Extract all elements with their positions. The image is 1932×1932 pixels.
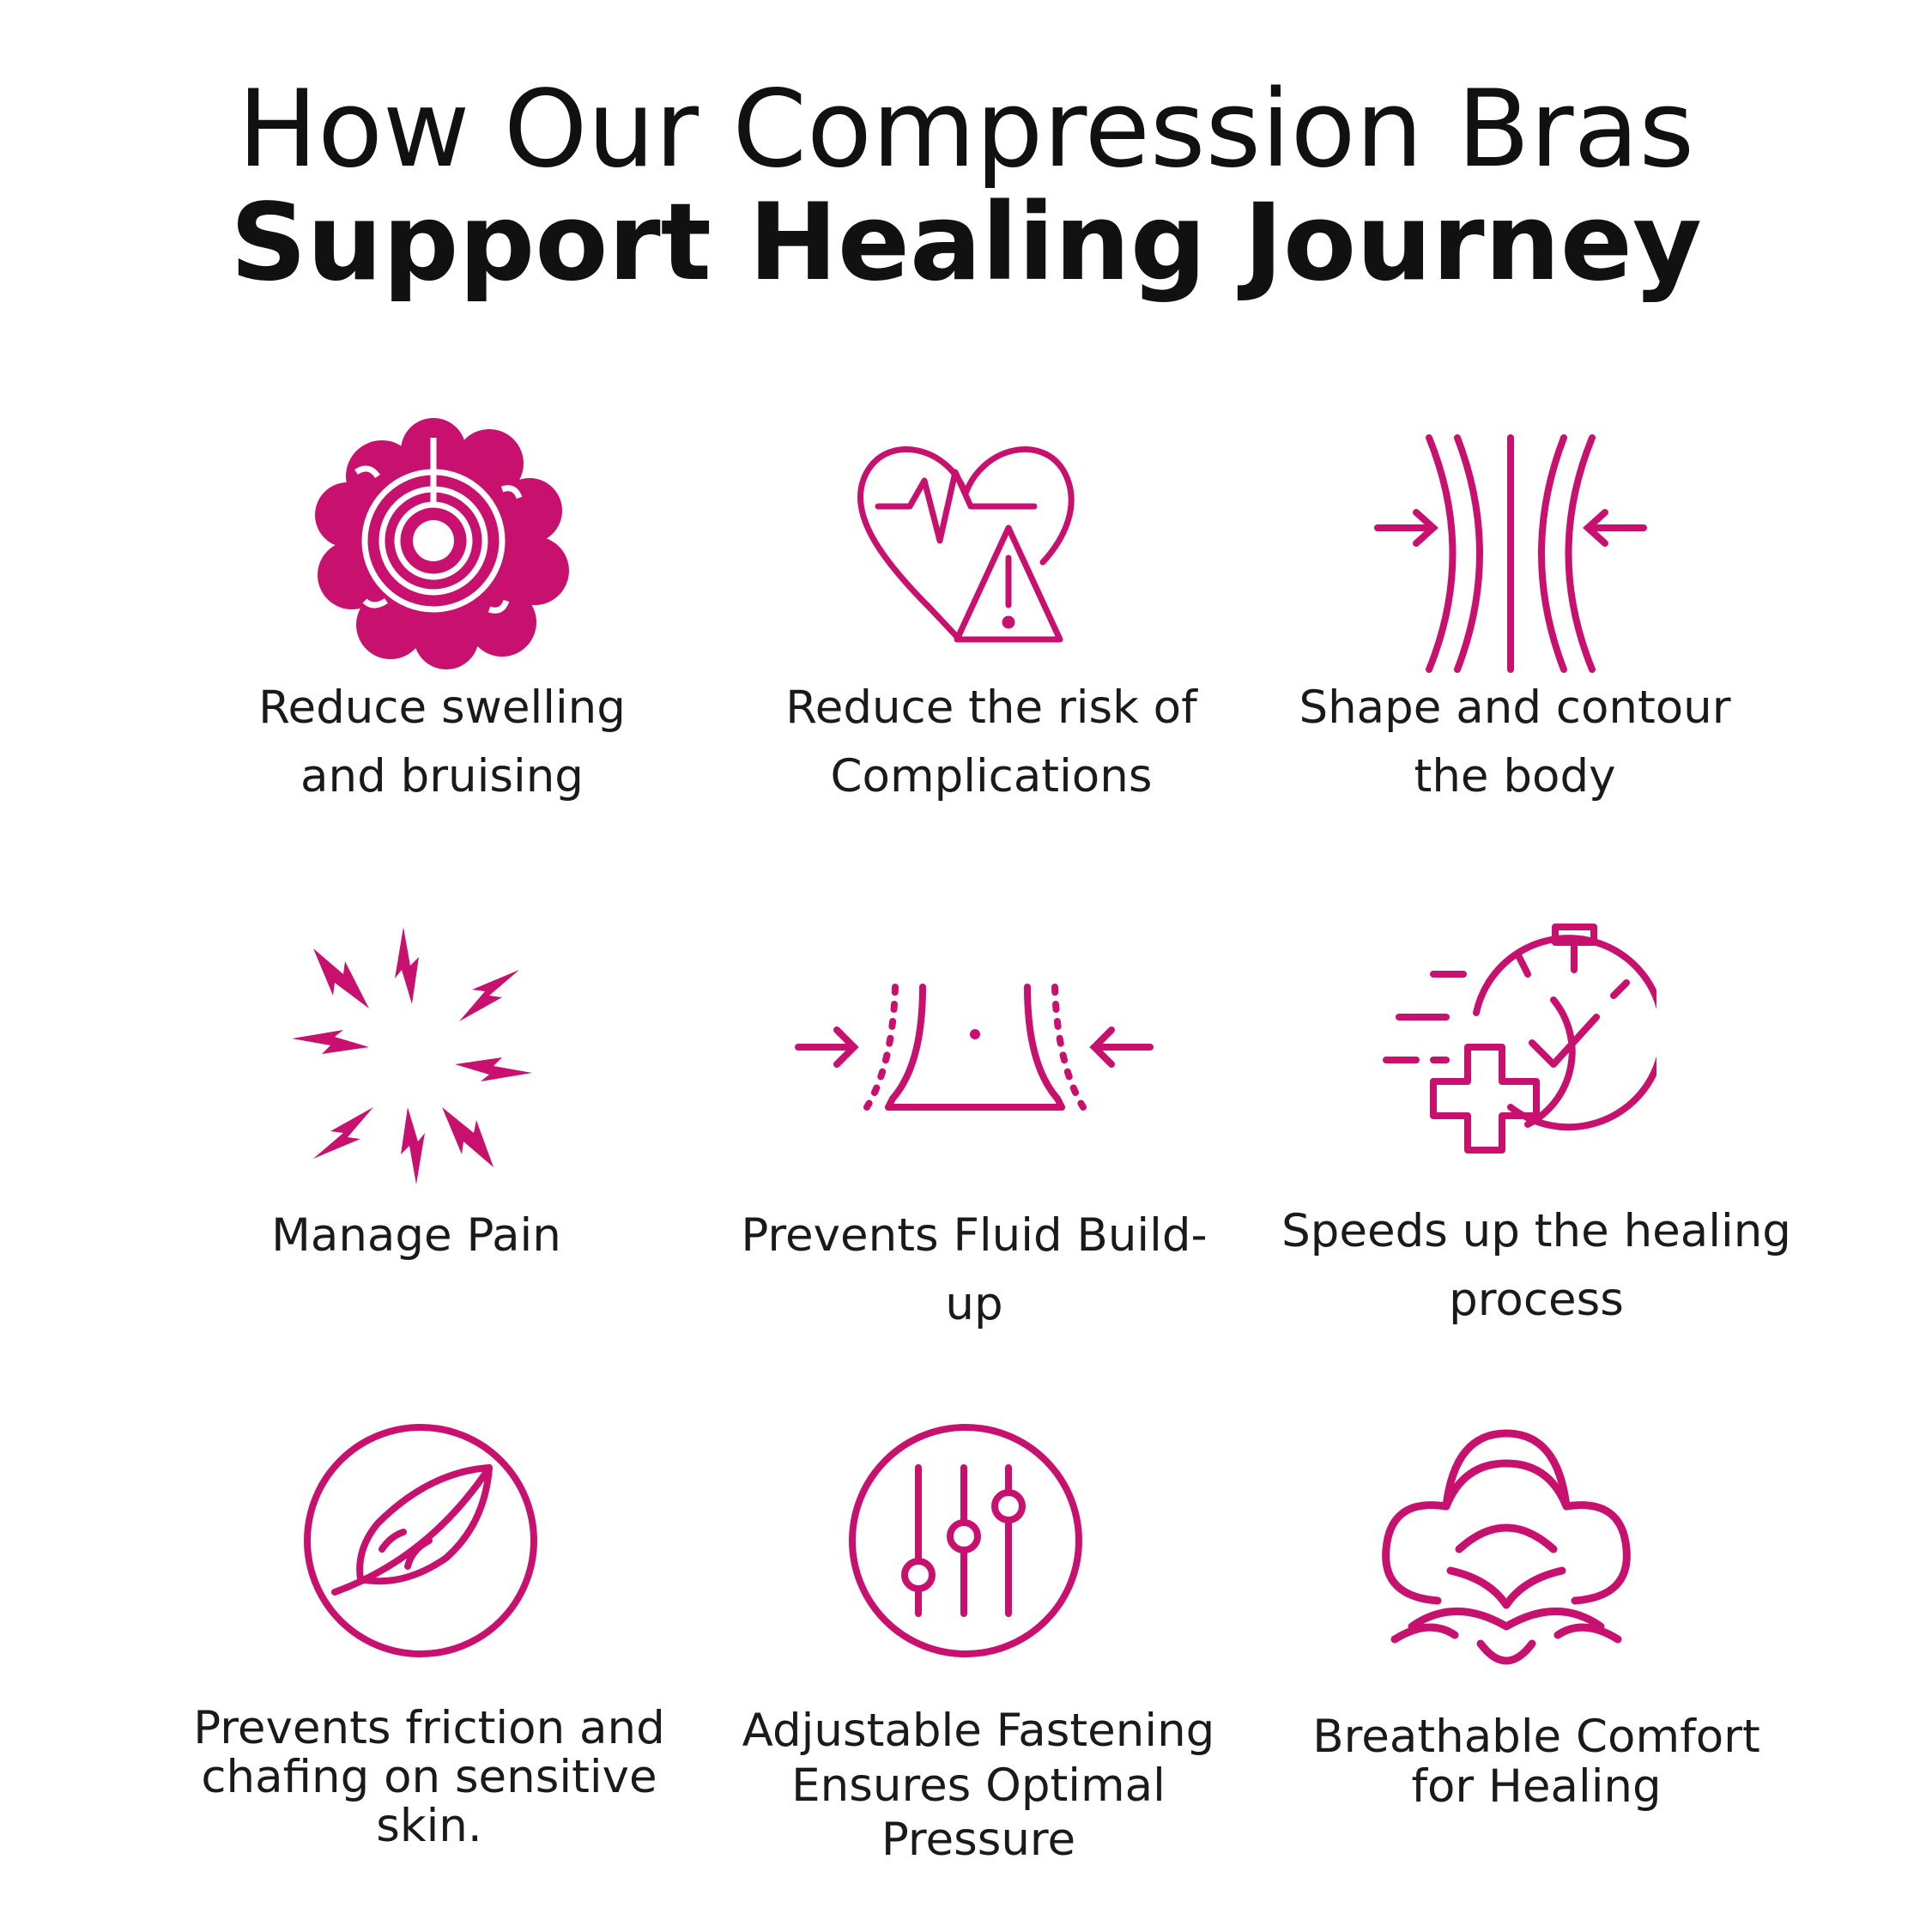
feature-label-pain: Manage Pain: [271, 1209, 561, 1262]
feature-label-fluid: Prevents Fluid Build-up: [741, 1209, 1208, 1330]
pain-burst-icon: [275, 918, 549, 1193]
stopwatch-cross-icon: [1382, 918, 1656, 1193]
swollen-tissue-icon: [305, 412, 579, 687]
waist-compression-icon: [794, 918, 1154, 1193]
page-title-line-2: Support Healing Journey: [230, 181, 1702, 305]
feather-circle-icon: [300, 1420, 541, 1661]
heart-warning-icon: [828, 412, 1103, 687]
cotton-flower-icon: [1378, 1429, 1635, 1687]
page-title-line-1: How Our Compression Bras: [237, 68, 1695, 191]
sliders-circle-icon: [845, 1420, 1086, 1661]
compression-lines-icon: [1373, 412, 1648, 687]
